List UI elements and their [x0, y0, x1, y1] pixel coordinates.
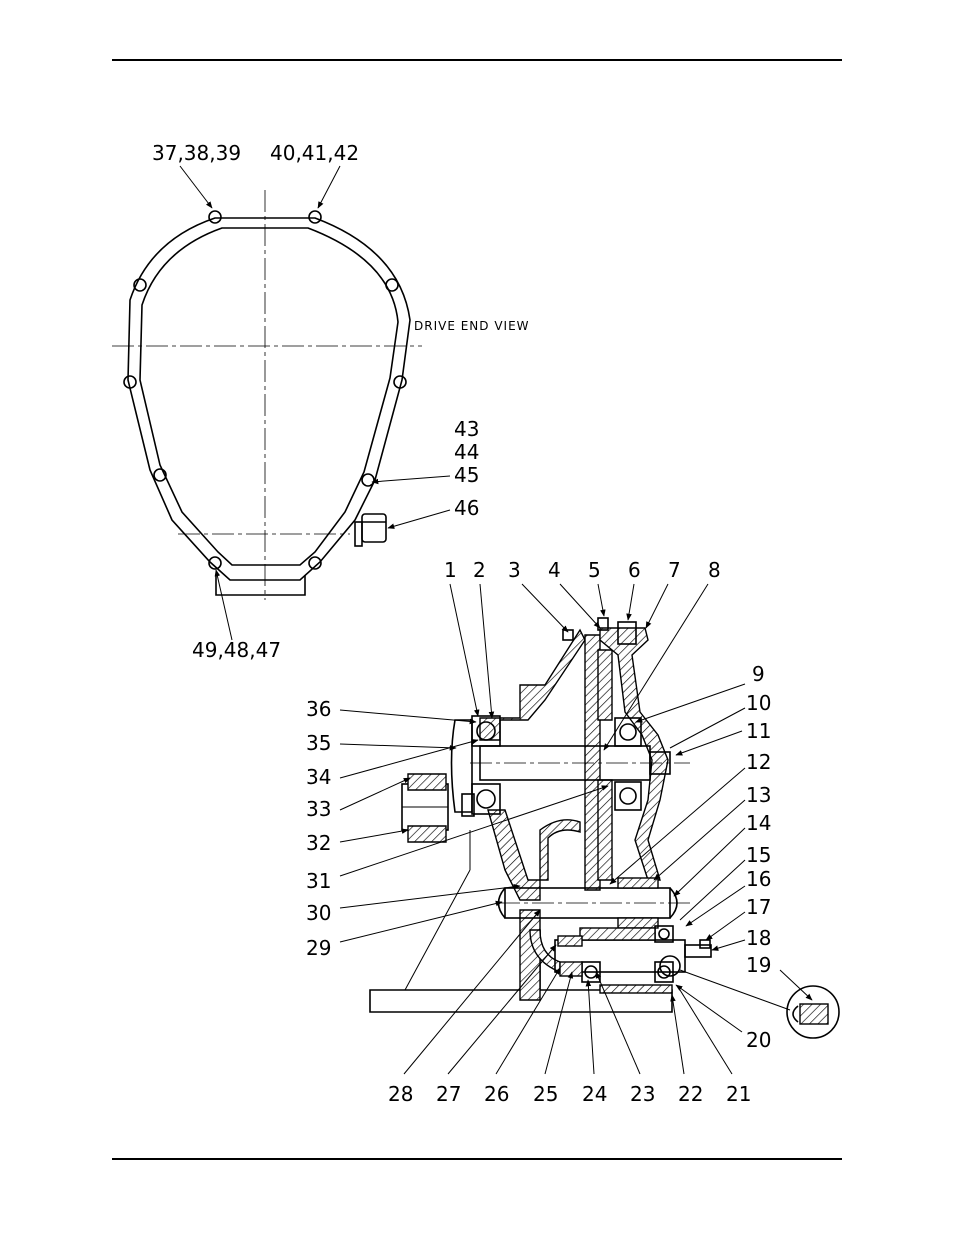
drive-end-view-caption: DRIVE END VIEW	[414, 319, 530, 333]
callout-1: 1	[444, 558, 457, 582]
callout-10: 10	[746, 691, 771, 715]
callout-7: 7	[668, 558, 681, 582]
callout-14: 14	[746, 811, 771, 835]
callout-20: 20	[746, 1028, 771, 1052]
callout-8: 8	[708, 558, 721, 582]
lower-gear-13b	[617, 917, 659, 929]
callout-33: 33	[306, 797, 331, 821]
callout-21: 21	[726, 1082, 751, 1106]
callout-17: 17	[746, 895, 771, 919]
callout-37-38-39: 37,38,39	[152, 141, 241, 165]
callout-19: 19	[746, 953, 771, 977]
gear-housing-curve	[539, 819, 581, 881]
output-bearing-right	[654, 961, 674, 983]
callout-46: 46	[454, 496, 479, 520]
retainer-22	[599, 984, 673, 994]
base-web-line	[404, 869, 471, 991]
callout-29: 29	[306, 936, 331, 960]
plug-6	[617, 621, 637, 645]
callout-32: 32	[306, 831, 331, 855]
key-31	[461, 793, 475, 817]
callout-43: 43	[454, 417, 479, 441]
callout-3: 3	[508, 558, 521, 582]
bottom-rule	[112, 1158, 842, 1160]
callout-34: 34	[306, 765, 331, 789]
flange-plate	[584, 634, 601, 891]
callout-5: 5	[588, 558, 601, 582]
callout-25: 25	[533, 1082, 558, 1106]
callout-40-41-42: 40,41,42	[270, 141, 359, 165]
callout-26: 26	[484, 1082, 509, 1106]
lower-gear-13	[617, 877, 659, 889]
callout-45: 45	[454, 463, 479, 487]
cover-outer-outline	[127, 217, 411, 581]
spacer-16	[579, 927, 656, 941]
top-rule	[112, 59, 842, 61]
callout-23: 23	[630, 1082, 655, 1106]
callout-44: 44	[454, 440, 479, 464]
callout-6: 6	[628, 558, 641, 582]
callout-2: 2	[473, 558, 486, 582]
callout-13: 13	[746, 783, 771, 807]
sprocket-32-33	[401, 773, 449, 843]
bearing-lower-right	[614, 781, 642, 811]
gear-upper	[597, 649, 613, 721]
callout-15: 15	[746, 843, 771, 867]
housing-lower-left	[487, 809, 541, 901]
callout-27: 27	[436, 1082, 461, 1106]
callout-36: 36	[306, 697, 331, 721]
output-key-18	[699, 939, 711, 949]
housing-upper-left	[479, 628, 586, 741]
callout-12: 12	[746, 750, 771, 774]
callout-31: 31	[306, 869, 331, 893]
callout-30: 30	[306, 901, 331, 925]
drive-end-view: 37,38,39 40,41,42 DRIVE END VIEW 43 44 4…	[112, 141, 530, 662]
callout-28: 28	[388, 1082, 413, 1106]
fitting-46	[354, 513, 387, 547]
gear-lower	[597, 779, 613, 881]
callout-16: 16	[746, 867, 771, 891]
callout-11: 11	[746, 719, 771, 743]
callout-49-48-47: 49,48,47	[192, 638, 281, 662]
callout-9: 9	[752, 662, 765, 686]
output-key-17	[684, 944, 712, 958]
callout-18: 18	[746, 926, 771, 950]
spacer-27	[557, 935, 583, 947]
callout-4: 4	[548, 558, 561, 582]
callout-22: 22	[678, 1082, 703, 1106]
end-cap	[450, 719, 473, 813]
detail-19	[659, 955, 840, 1039]
shaft-end-nut-11	[649, 751, 671, 775]
leader-lines	[339, 583, 813, 1075]
cover-bottom-tab	[215, 575, 306, 596]
callout-24: 24	[582, 1082, 607, 1106]
callout-35: 35	[306, 731, 331, 755]
section-view: 1 2 3 4 5 6 7 8 9 10 11 12 13 14 15 16 1…	[306, 558, 840, 1106]
cover-inner-outline	[139, 227, 399, 566]
